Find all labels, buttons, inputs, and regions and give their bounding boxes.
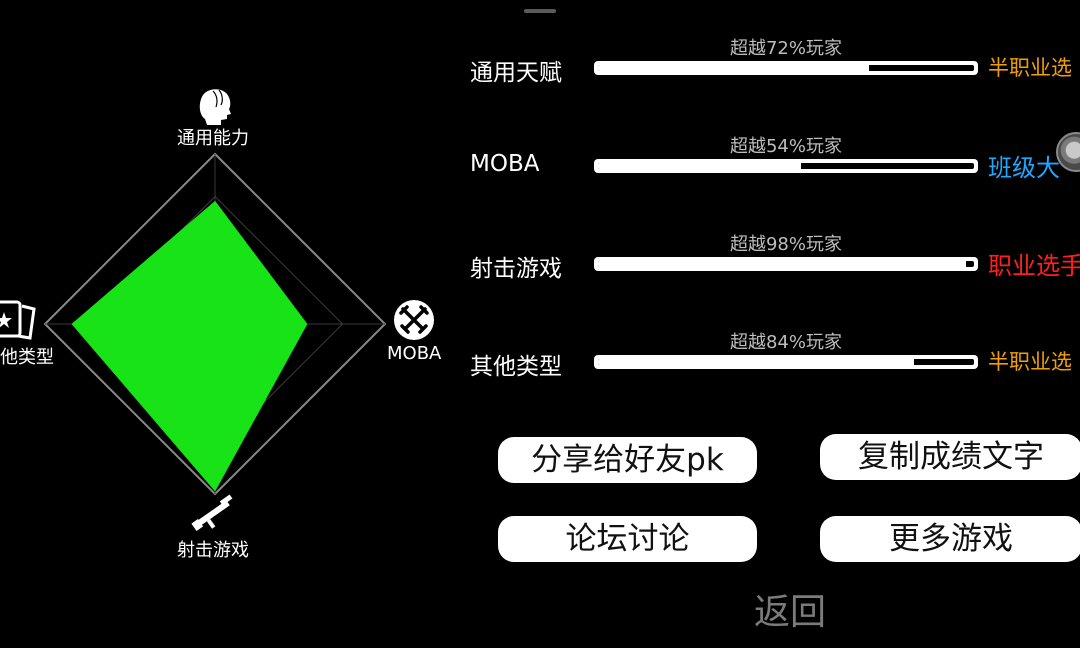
- stat-percent-text: 超越72%玩家: [729, 38, 842, 59]
- axis-label-general: 通用能力: [177, 128, 249, 149]
- progress-bar: [594, 61, 978, 75]
- stat-percent-text: 超越84%玩家: [729, 332, 842, 353]
- progress-fill: [598, 359, 914, 365]
- progress-fill: [598, 163, 802, 169]
- more-games-button[interactable]: 更多游戏: [820, 516, 1080, 562]
- stat-row-general: 通用天赋 超越72%玩家 半职业选: [0, 34, 1080, 94]
- drag-handle[interactable]: [524, 9, 556, 13]
- stat-percent-text: 超越98%玩家: [729, 234, 842, 255]
- copy-result-button[interactable]: 复制成绩文字: [820, 434, 1080, 480]
- card-star-icon: [0, 300, 36, 340]
- stat-name: 射击游戏: [470, 256, 562, 282]
- progress-bar: [594, 159, 978, 173]
- stat-name: 通用天赋: [470, 60, 562, 86]
- stat-name: 其他类型: [470, 354, 562, 380]
- progress-bar: [594, 355, 978, 369]
- stat-name: MOBA: [470, 151, 540, 177]
- axis-label-moba: MOBA: [387, 343, 442, 364]
- head-icon: [199, 89, 231, 125]
- stat-row-shooter: 射击游戏 超越98%玩家 职业选手: [0, 230, 1080, 290]
- progress-fill: [598, 261, 967, 267]
- stat-rank: 半职业选: [988, 350, 1072, 374]
- progress-bar: [594, 257, 978, 271]
- back-button[interactable]: 返回: [753, 592, 826, 633]
- stat-percent-text: 超越54%玩家: [729, 136, 842, 157]
- radar-chart: 通用能力 MOBA 射击游戏 其他类型: [0, 0, 450, 648]
- stat-row-moba: MOBA 超越54%玩家 班级大: [0, 132, 1080, 192]
- stat-row-other: 其他类型 超越84%玩家 半职业选: [0, 328, 1080, 388]
- axis-label-shooter: 射击游戏: [177, 540, 249, 561]
- rifle-icon: [191, 494, 233, 532]
- radar-area: [71, 200, 308, 492]
- radar-svg: [0, 89, 434, 532]
- forum-button[interactable]: 论坛讨论: [498, 516, 757, 562]
- progress-fill: [598, 65, 869, 71]
- crossed-swords-icon: [394, 300, 434, 340]
- axis-label-other: 其他类型: [0, 347, 54, 368]
- stat-rank: 班级大: [988, 154, 1060, 182]
- share-pk-button[interactable]: 分享给好友pk: [498, 437, 757, 483]
- stat-rank: 半职业选: [988, 56, 1072, 80]
- stat-rank: 职业选手: [988, 252, 1080, 280]
